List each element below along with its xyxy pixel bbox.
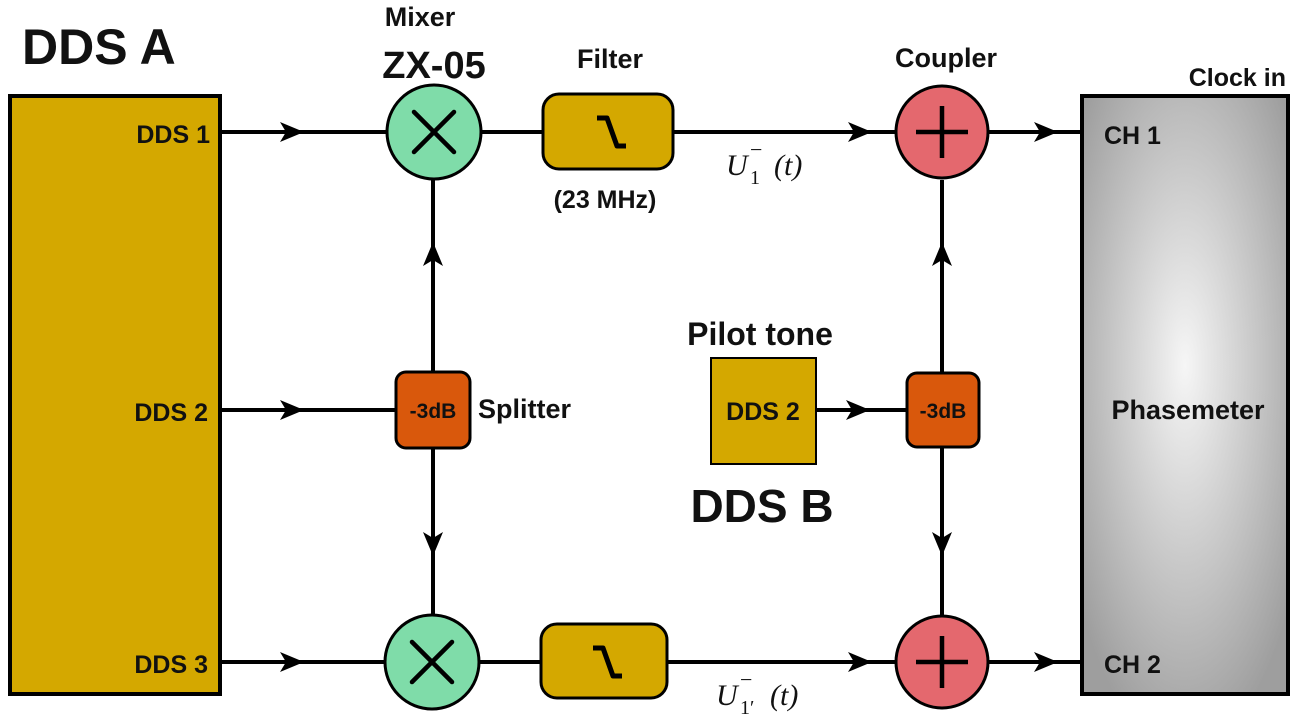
filter-top: Filter (23 MHz) — [541, 44, 675, 214]
coupler-label: Coupler — [895, 43, 997, 73]
arrow-up-icon — [932, 242, 952, 266]
lowpass-icon — [593, 645, 622, 679]
signal-bottom-arg: (t) — [770, 679, 798, 712]
signal-top-arg: (t) — [774, 149, 802, 182]
signal-top-label: U − 1 (t) — [726, 137, 802, 189]
filter-bottom — [539, 622, 669, 700]
arrowheads — [280, 122, 1058, 672]
phasemeter-label: Phasemeter — [1111, 395, 1265, 425]
phasemeter-channel-2: CH 2 — [1104, 651, 1161, 679]
signal-bottom-label: U − 1′ (t) — [716, 667, 798, 719]
dds-a-box — [8, 94, 222, 696]
dds-b-box — [710, 357, 817, 465]
plus-icon — [916, 636, 968, 688]
splitter-box — [394, 370, 472, 450]
arrow-down-icon — [932, 532, 952, 556]
phasemeter-channel-1: CH 1 — [1104, 122, 1161, 150]
arrow-right-icon — [846, 400, 870, 420]
filter-box — [541, 92, 675, 171]
splitter-b: -3dB — [905, 371, 981, 449]
signal-bottom-sup: − — [740, 667, 752, 692]
mixer-bottom — [383, 613, 481, 711]
filter-cutoff: (23 MHz) — [554, 186, 657, 214]
clock-in-label: Clock in — [1189, 64, 1286, 92]
splitter-a: -3dB Splitter — [394, 370, 572, 450]
signal-bottom-base: U — [716, 679, 740, 712]
phasemeter-box — [1080, 94, 1290, 696]
signal-top-sub: 1 — [750, 167, 760, 189]
dds-a-output-1: DDS 1 — [136, 121, 210, 149]
multiply-icon — [409, 639, 455, 685]
arrow-right-icon — [848, 652, 872, 672]
arrow-down-icon — [423, 532, 443, 556]
phasemeter-block: Clock in CH 1 Phasemeter CH 2 — [1080, 64, 1290, 696]
mixer-model: ZX-05 — [382, 45, 485, 87]
signal-top-sup: − — [750, 137, 762, 162]
filter-label: Filter — [577, 44, 644, 74]
splitter-attenuation: -3dB — [920, 400, 967, 423]
dds-b-title: DDS B — [690, 480, 833, 532]
dds-a-output-2: DDS 2 — [134, 399, 208, 427]
splitter-box — [905, 371, 981, 449]
signal-top-base: U — [726, 149, 750, 182]
arrow-right-icon — [280, 652, 304, 672]
arrow-right-icon — [280, 400, 304, 420]
arrow-right-icon — [1034, 122, 1058, 142]
mixer-top: Mixer ZX-05 — [382, 2, 486, 181]
arrow-right-icon — [848, 122, 872, 142]
coupler-top: Coupler — [894, 43, 997, 180]
filter-box — [539, 622, 669, 700]
arrow-up-icon — [423, 242, 443, 266]
lowpass-icon — [597, 115, 626, 149]
splitter-label: Splitter — [478, 394, 572, 424]
arrow-right-icon — [280, 122, 304, 142]
splitter-attenuation: -3dB — [410, 400, 457, 423]
dds-a-block: DDS A DDS 1 DDS 2 DDS 3 — [8, 19, 222, 696]
pilot-tone-caption: Pilot tone — [687, 316, 833, 352]
mixer-label: Mixer — [385, 2, 456, 32]
dds-a-title: DDS A — [22, 19, 176, 75]
coupler-bottom — [894, 614, 990, 710]
dds-b-box-label: DDS 2 — [726, 398, 800, 426]
multiply-icon — [411, 109, 457, 155]
arrow-right-icon — [1034, 652, 1058, 672]
plus-icon — [916, 106, 968, 158]
signal-bottom-sub: 1′ — [740, 697, 754, 719]
dds-a-output-3: DDS 3 — [134, 651, 208, 679]
dds-b-block: Pilot tone DDS 2 DDS B — [687, 316, 833, 532]
